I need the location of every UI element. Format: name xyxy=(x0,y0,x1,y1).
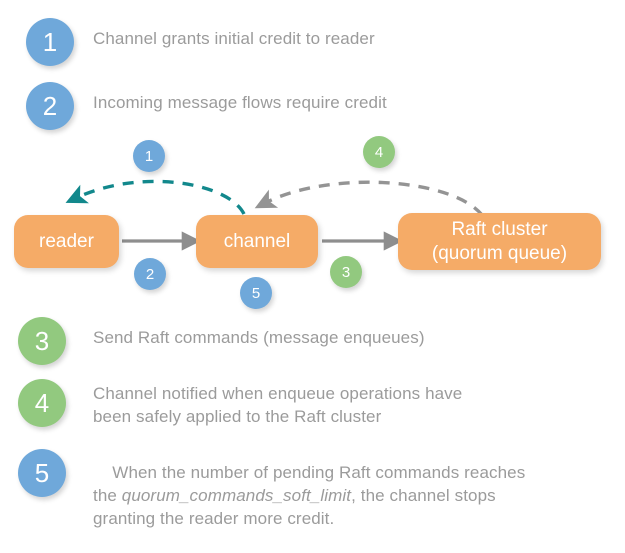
legend-badge-1: 1 xyxy=(26,18,74,66)
legend-text-5-emphasis: quorum_commands_soft_limit xyxy=(121,486,352,505)
legend-text-4: Channel notified when enqueue operations… xyxy=(93,384,463,426)
node-raft-cluster-label-line2: (quorum queue) xyxy=(431,242,568,264)
edge-raft-to-channel-notify xyxy=(254,180,484,217)
legend-text-5-before: When the number of pending Raft commands… xyxy=(93,463,526,505)
edge-badge-4-enqueue-notify: 4 xyxy=(363,136,395,168)
node-raft-cluster-label-line1: Raft cluster xyxy=(451,218,548,240)
node-channel: channel xyxy=(196,215,318,268)
edge-channel-to-reader-credit xyxy=(65,179,246,215)
edge-badge-1-credit-grant: 1 xyxy=(133,140,165,172)
legend-badge-4: 4 xyxy=(18,379,66,427)
legend-text-5: When the number of pending Raft commands… xyxy=(93,438,621,553)
legend-text-2: Incoming message flows require credit xyxy=(93,93,387,112)
node-reader: reader xyxy=(14,215,119,268)
legend-badge-2: 2 xyxy=(26,82,74,130)
node-channel-label: channel xyxy=(223,230,291,252)
edge-badge-3-raft-commands: 3 xyxy=(330,256,362,288)
edge-badge-2-message-flow: 2 xyxy=(134,258,166,290)
legend-text-5-after: , the channel stops granting the reader … xyxy=(93,486,496,528)
node-reader-label: reader xyxy=(39,230,94,252)
node-raft-cluster: Raft cluster (quorum queue) xyxy=(398,213,601,270)
legend-badge-3: 3 xyxy=(18,317,66,365)
legend-badge-5: 5 xyxy=(18,449,66,497)
legend-text-1: Channel grants initial credit to reader xyxy=(93,29,375,48)
diagram-canvas: 1 Channel grants initial credit to reade… xyxy=(14,18,601,528)
legend-text-3: Send Raft commands (message enqueues) xyxy=(93,328,425,347)
edge-badge-5-soft-limit: 5 xyxy=(240,277,272,309)
